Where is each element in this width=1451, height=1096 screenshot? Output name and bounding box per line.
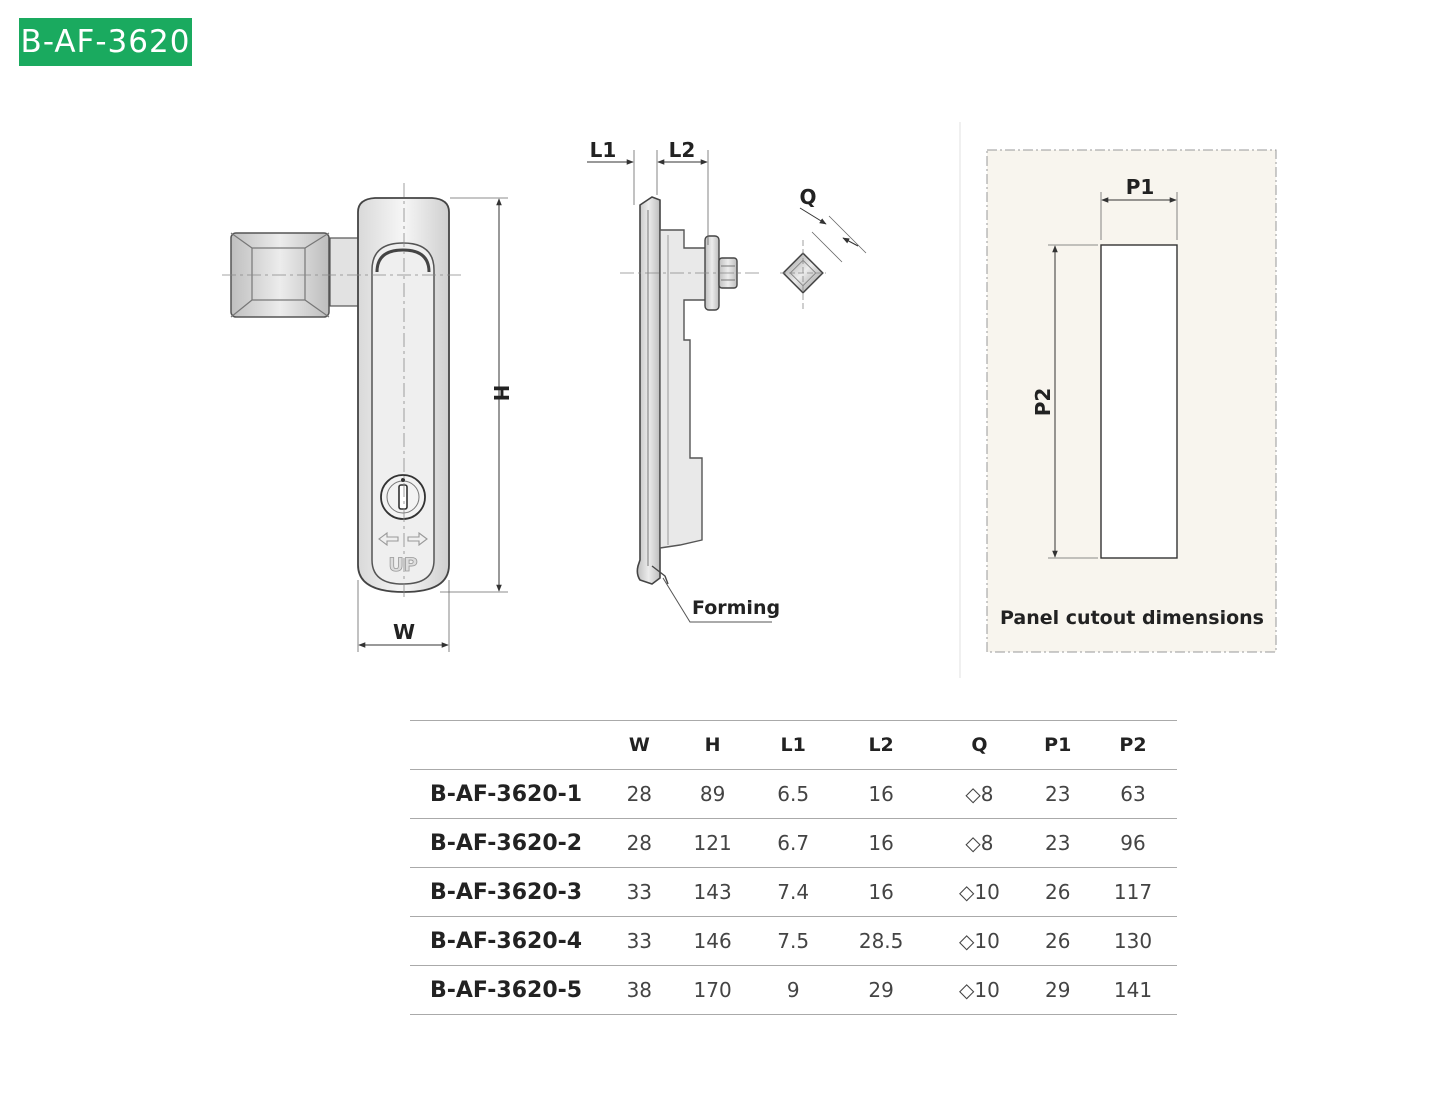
table-cell: 89: [668, 769, 757, 819]
table-row: B-AF-3620-2 28 121 6.7 16 ◇8 23 96: [410, 818, 1177, 868]
table-cell: 33: [610, 916, 669, 966]
table-cell: 29: [1026, 965, 1090, 1015]
side-view: L1 L2 Forming: [587, 138, 780, 623]
technical-drawing: UP H W L1 L: [222, 122, 1277, 678]
table-header-row: W H L1 L2 Q P1 P2: [410, 720, 1177, 770]
table-cell-model: B-AF-3620-3: [410, 867, 610, 917]
table-header-model: [410, 720, 610, 770]
table-cell: 7.4: [756, 867, 830, 917]
table-row: B-AF-3620-4 33 146 7.5 28.5 ◇10 26 130: [410, 916, 1177, 966]
table-cell: 33: [610, 867, 669, 917]
table-cell: 28: [610, 769, 669, 819]
square-drive-view: Q: [780, 185, 867, 310]
table-cell: ◇10: [932, 916, 1027, 966]
table-header-w: W: [610, 720, 669, 770]
table-cell: 143: [668, 867, 757, 917]
table-row: B-AF-3620-3 33 143 7.4 16 ◇10 26 117: [410, 867, 1177, 917]
table-cell: 9: [756, 965, 830, 1015]
dim-label-w: W: [393, 620, 415, 644]
table-header-l2: L2: [829, 720, 933, 770]
table-header-h: H: [668, 720, 757, 770]
dim-label-l2: L2: [669, 138, 696, 162]
panel-cutout-caption: Panel cutout dimensions: [1000, 607, 1264, 629]
table-cell: ◇8: [932, 769, 1027, 819]
table-cell: 6.7: [756, 818, 830, 868]
table-header-l1: L1: [756, 720, 830, 770]
model-badge: B-AF-3620: [19, 18, 192, 66]
table-header-q: Q: [932, 720, 1027, 770]
forming-label: Forming: [692, 597, 780, 619]
table-header-p1: P1: [1026, 720, 1090, 770]
table-cell: 96: [1089, 818, 1177, 868]
table-cell: ◇10: [932, 867, 1027, 917]
dimension-table: W H L1 L2 Q P1 P2 B-AF-3620-1 28 89 6.5 …: [410, 720, 1177, 1015]
up-marking: UP: [388, 554, 417, 576]
table-cell: 130: [1089, 916, 1177, 966]
table-cell: 117: [1089, 867, 1177, 917]
table-header-p2: P2: [1089, 720, 1177, 770]
table-cell: 7.5: [756, 916, 830, 966]
table-cell: 23: [1026, 818, 1090, 868]
panel-cutout: P1 P2 Panel cutout dimensions: [959, 122, 1277, 678]
table-row: B-AF-3620-1 28 89 6.5 16 ◇8 23 63: [410, 769, 1177, 819]
table-cell: 38: [610, 965, 669, 1015]
table-cell: 121: [668, 818, 757, 868]
table-cell: 141: [1089, 965, 1177, 1015]
table-cell: 146: [668, 916, 757, 966]
dim-label-q: Q: [799, 185, 816, 209]
table-cell: 23: [1026, 769, 1090, 819]
table-cell: 63: [1089, 769, 1177, 819]
table-cell: 6.5: [756, 769, 830, 819]
table-cell: 28.5: [829, 916, 933, 966]
table-cell: ◇8: [932, 818, 1027, 868]
table-cell: 16: [829, 769, 933, 819]
table-cell: 26: [1026, 916, 1090, 966]
table-cell: 16: [829, 867, 933, 917]
table-cell-model: B-AF-3620-2: [410, 818, 610, 868]
table-cell: ◇10: [932, 965, 1027, 1015]
table-cell-model: B-AF-3620-1: [410, 769, 610, 819]
table-cell: 28: [610, 818, 669, 868]
table-cell: 170: [668, 965, 757, 1015]
dim-label-h: H: [489, 385, 513, 402]
table-cell: 26: [1026, 867, 1090, 917]
table-cell: 16: [829, 818, 933, 868]
front-view: UP H W: [222, 183, 513, 652]
dim-label-l1: L1: [590, 138, 617, 162]
dim-label-p1: P1: [1126, 175, 1155, 199]
table-row: B-AF-3620-5 38 170 9 29 ◇10 29 141: [410, 965, 1177, 1015]
table-cell-model: B-AF-3620-4: [410, 916, 610, 966]
table-cell: 29: [829, 965, 933, 1015]
dim-label-p2: P2: [1031, 388, 1055, 417]
table-cell-model: B-AF-3620-5: [410, 965, 610, 1015]
